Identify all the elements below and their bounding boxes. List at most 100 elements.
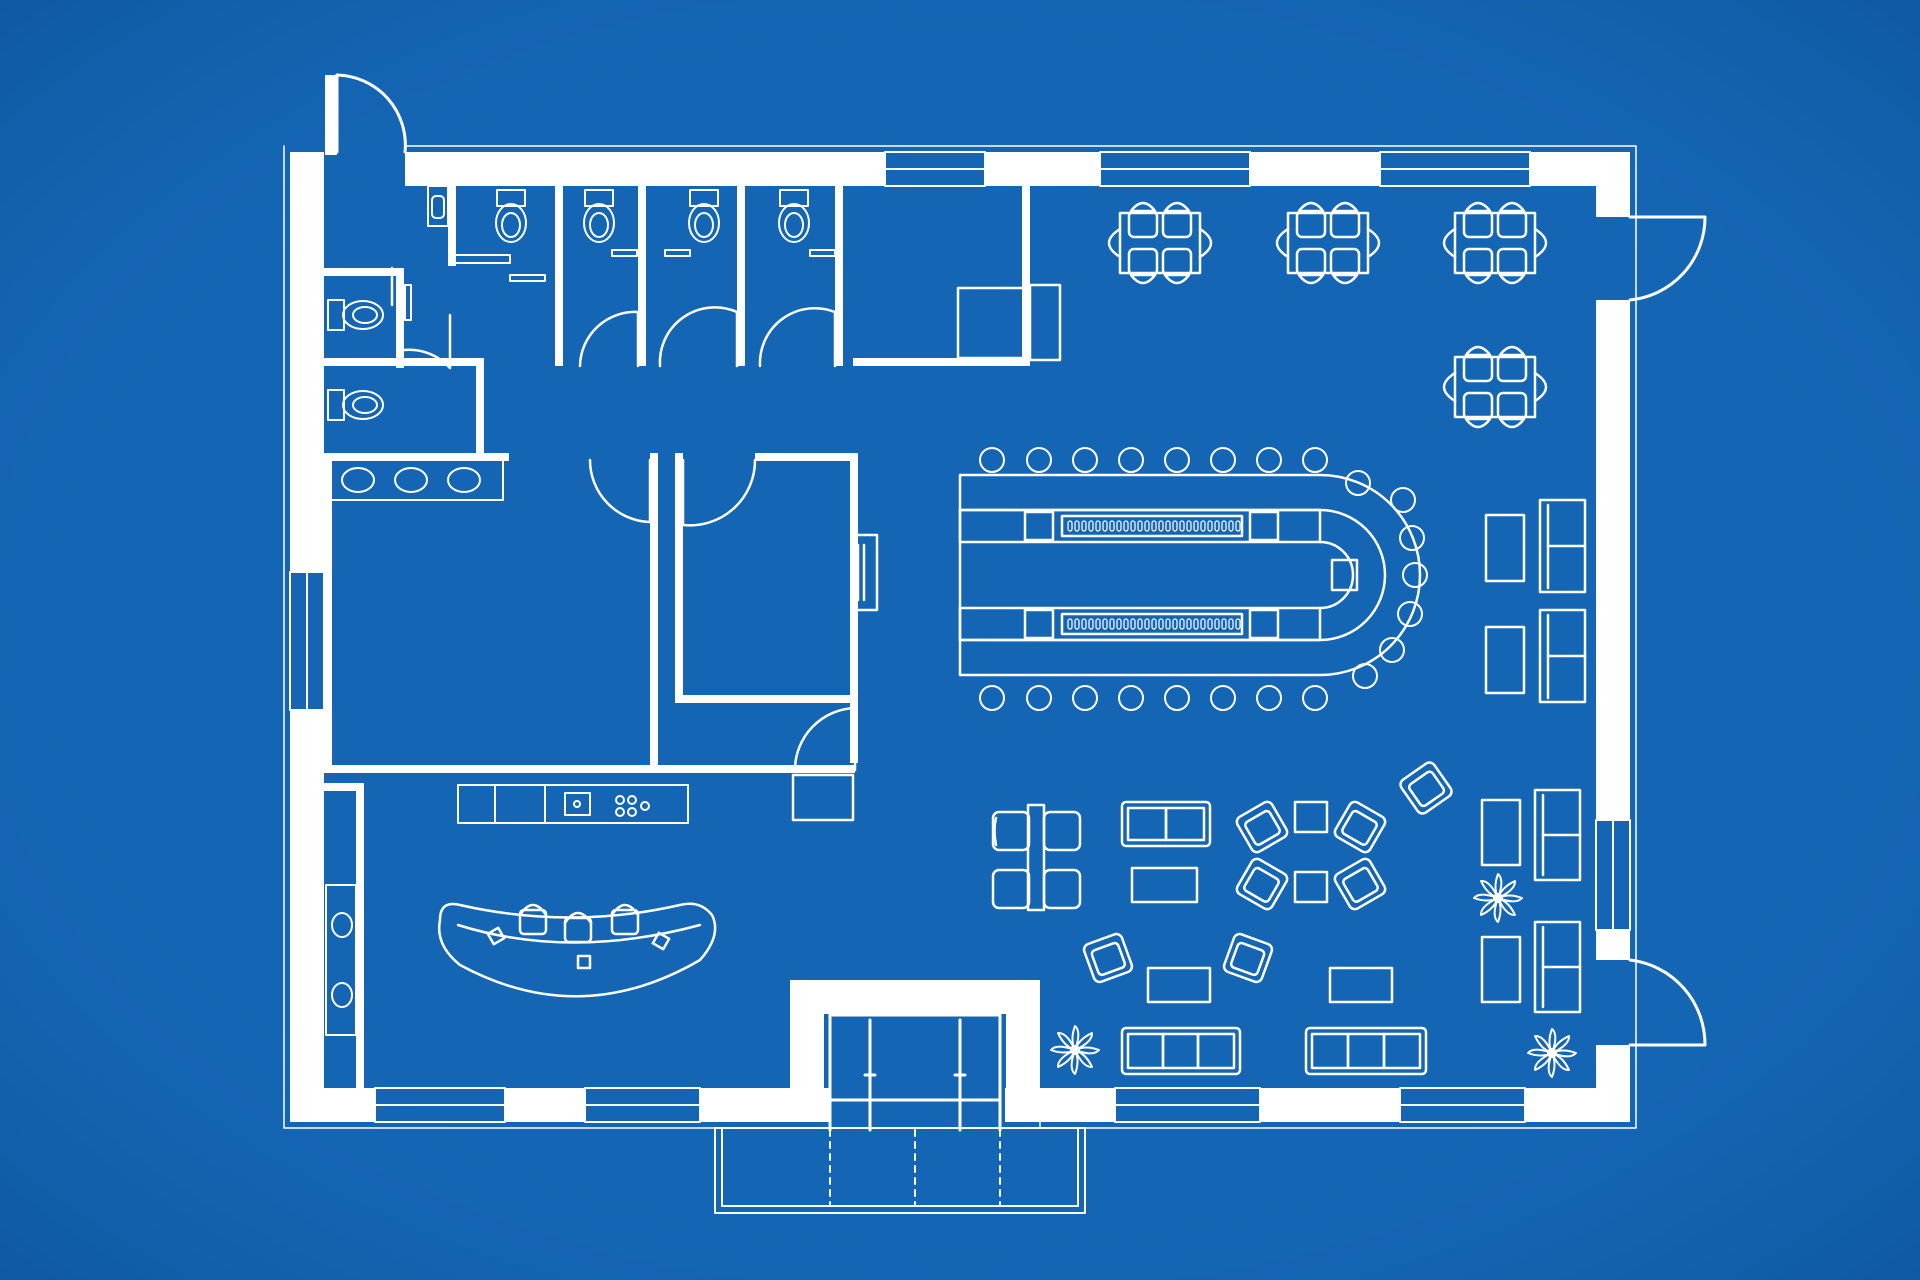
bar-stool [1302, 447, 1328, 473]
wall-top-2 [985, 152, 1100, 186]
bar-stool [1302, 685, 1328, 711]
chair [1496, 353, 1528, 383]
wall-right-1 [1596, 152, 1630, 217]
bar-stool [1026, 447, 1052, 473]
sofa-top [1120, 800, 1212, 848]
bar-counter [958, 473, 1422, 677]
booth-2 [1484, 608, 1587, 704]
wall-right-3 [1596, 930, 1630, 960]
door-wc-1[interactable] [402, 313, 452, 370]
wall-top-3 [1250, 152, 1380, 186]
chair [1161, 247, 1193, 277]
armchair [1399, 761, 1453, 815]
bar-stool [979, 447, 1005, 473]
plant-icon [1050, 1025, 1100, 1075]
toilet-3 [688, 189, 720, 243]
bar-stool [1399, 525, 1425, 551]
wall-sink [427, 185, 449, 227]
booth-4 [1480, 920, 1582, 1014]
bar-stool [1256, 447, 1282, 473]
bar-stool [1256, 685, 1282, 711]
bar-stool [1390, 487, 1416, 513]
entrance-canopy [714, 1127, 1086, 1214]
bar-stool [1379, 637, 1405, 663]
reception-sinks [325, 884, 357, 1036]
bar-stool [1072, 447, 1098, 473]
booth-1 [1484, 498, 1587, 594]
sofa-bottom-right [1304, 1026, 1428, 1076]
chair [1275, 227, 1290, 259]
door-stall-3[interactable] [758, 307, 837, 368]
chair [1442, 227, 1457, 259]
dining-table-2 [1275, 201, 1381, 285]
reception-chair-1 [518, 903, 548, 936]
bar-stool [1164, 685, 1190, 711]
door-stall-2[interactable] [658, 306, 739, 368]
wall-left-1 [290, 152, 324, 572]
armchair [1333, 857, 1387, 911]
windows [289, 151, 1631, 1123]
bar-inner [958, 508, 1387, 642]
chair [1295, 247, 1327, 277]
door-right-upper[interactable] [1628, 215, 1707, 302]
chair [1462, 247, 1494, 277]
wall-bottom-5 [1260, 1088, 1400, 1122]
door-right-lower[interactable] [1628, 958, 1707, 1047]
plants [1050, 873, 1577, 1078]
bar-stool [1210, 685, 1236, 711]
exterior-walls [290, 152, 1630, 1122]
door-stall-1[interactable] [578, 310, 640, 368]
armchair [1333, 800, 1387, 854]
bar-stool [1402, 562, 1428, 588]
chair [1462, 353, 1494, 383]
armchair [1222, 932, 1274, 984]
bar-stool [1352, 663, 1378, 689]
reception-chair-3 [610, 903, 640, 936]
chair [1127, 209, 1159, 239]
bar-stool [1118, 685, 1144, 711]
chair [1329, 247, 1361, 277]
door-top-left[interactable] [325, 73, 407, 155]
booth-3 [1480, 788, 1582, 882]
door-office[interactable] [588, 458, 652, 524]
coffee-table-1 [1130, 866, 1199, 904]
toilet-1 [495, 189, 527, 243]
wall-bottom-1 [290, 1088, 375, 1122]
chair [1496, 247, 1528, 277]
sofa-bottom-left [1120, 1026, 1242, 1076]
wall-entrance-right [1006, 980, 1040, 1120]
armchair [1082, 932, 1134, 984]
bar-stool [1210, 447, 1236, 473]
bar-stool [1164, 447, 1190, 473]
door-storage[interactable] [793, 706, 857, 772]
wall-right-2 [1596, 300, 1630, 820]
bar-stool [1026, 685, 1052, 711]
sink-vanity [327, 459, 504, 501]
side-table-2 [1293, 870, 1329, 904]
back-office-cabinet [850, 533, 879, 612]
chair [1329, 209, 1361, 239]
chair [1107, 227, 1122, 259]
chair [1442, 371, 1457, 403]
bar-stool [1118, 447, 1144, 473]
chair [1295, 209, 1327, 239]
bar-stool [1397, 601, 1423, 627]
armchair [1235, 800, 1289, 854]
kitchenette-counter [457, 784, 689, 824]
plant-icon [1527, 1028, 1577, 1078]
toilet-6 [327, 389, 384, 421]
dining-table-4 [1442, 345, 1548, 429]
side-table-1 [1293, 800, 1329, 834]
main-entrance[interactable] [828, 1013, 1002, 1132]
plant-icon [1473, 873, 1523, 923]
dining-table-3 [1442, 201, 1548, 285]
interior-walls [324, 186, 1030, 1088]
interior-doors[interactable] [390, 266, 857, 772]
bar-stool [1072, 685, 1098, 711]
restroom-fixtures [327, 185, 836, 501]
coffee-table-2 [1146, 966, 1212, 1004]
wall-left-2 [290, 710, 324, 1105]
chair [1496, 209, 1528, 239]
door-back-office[interactable] [681, 458, 757, 527]
